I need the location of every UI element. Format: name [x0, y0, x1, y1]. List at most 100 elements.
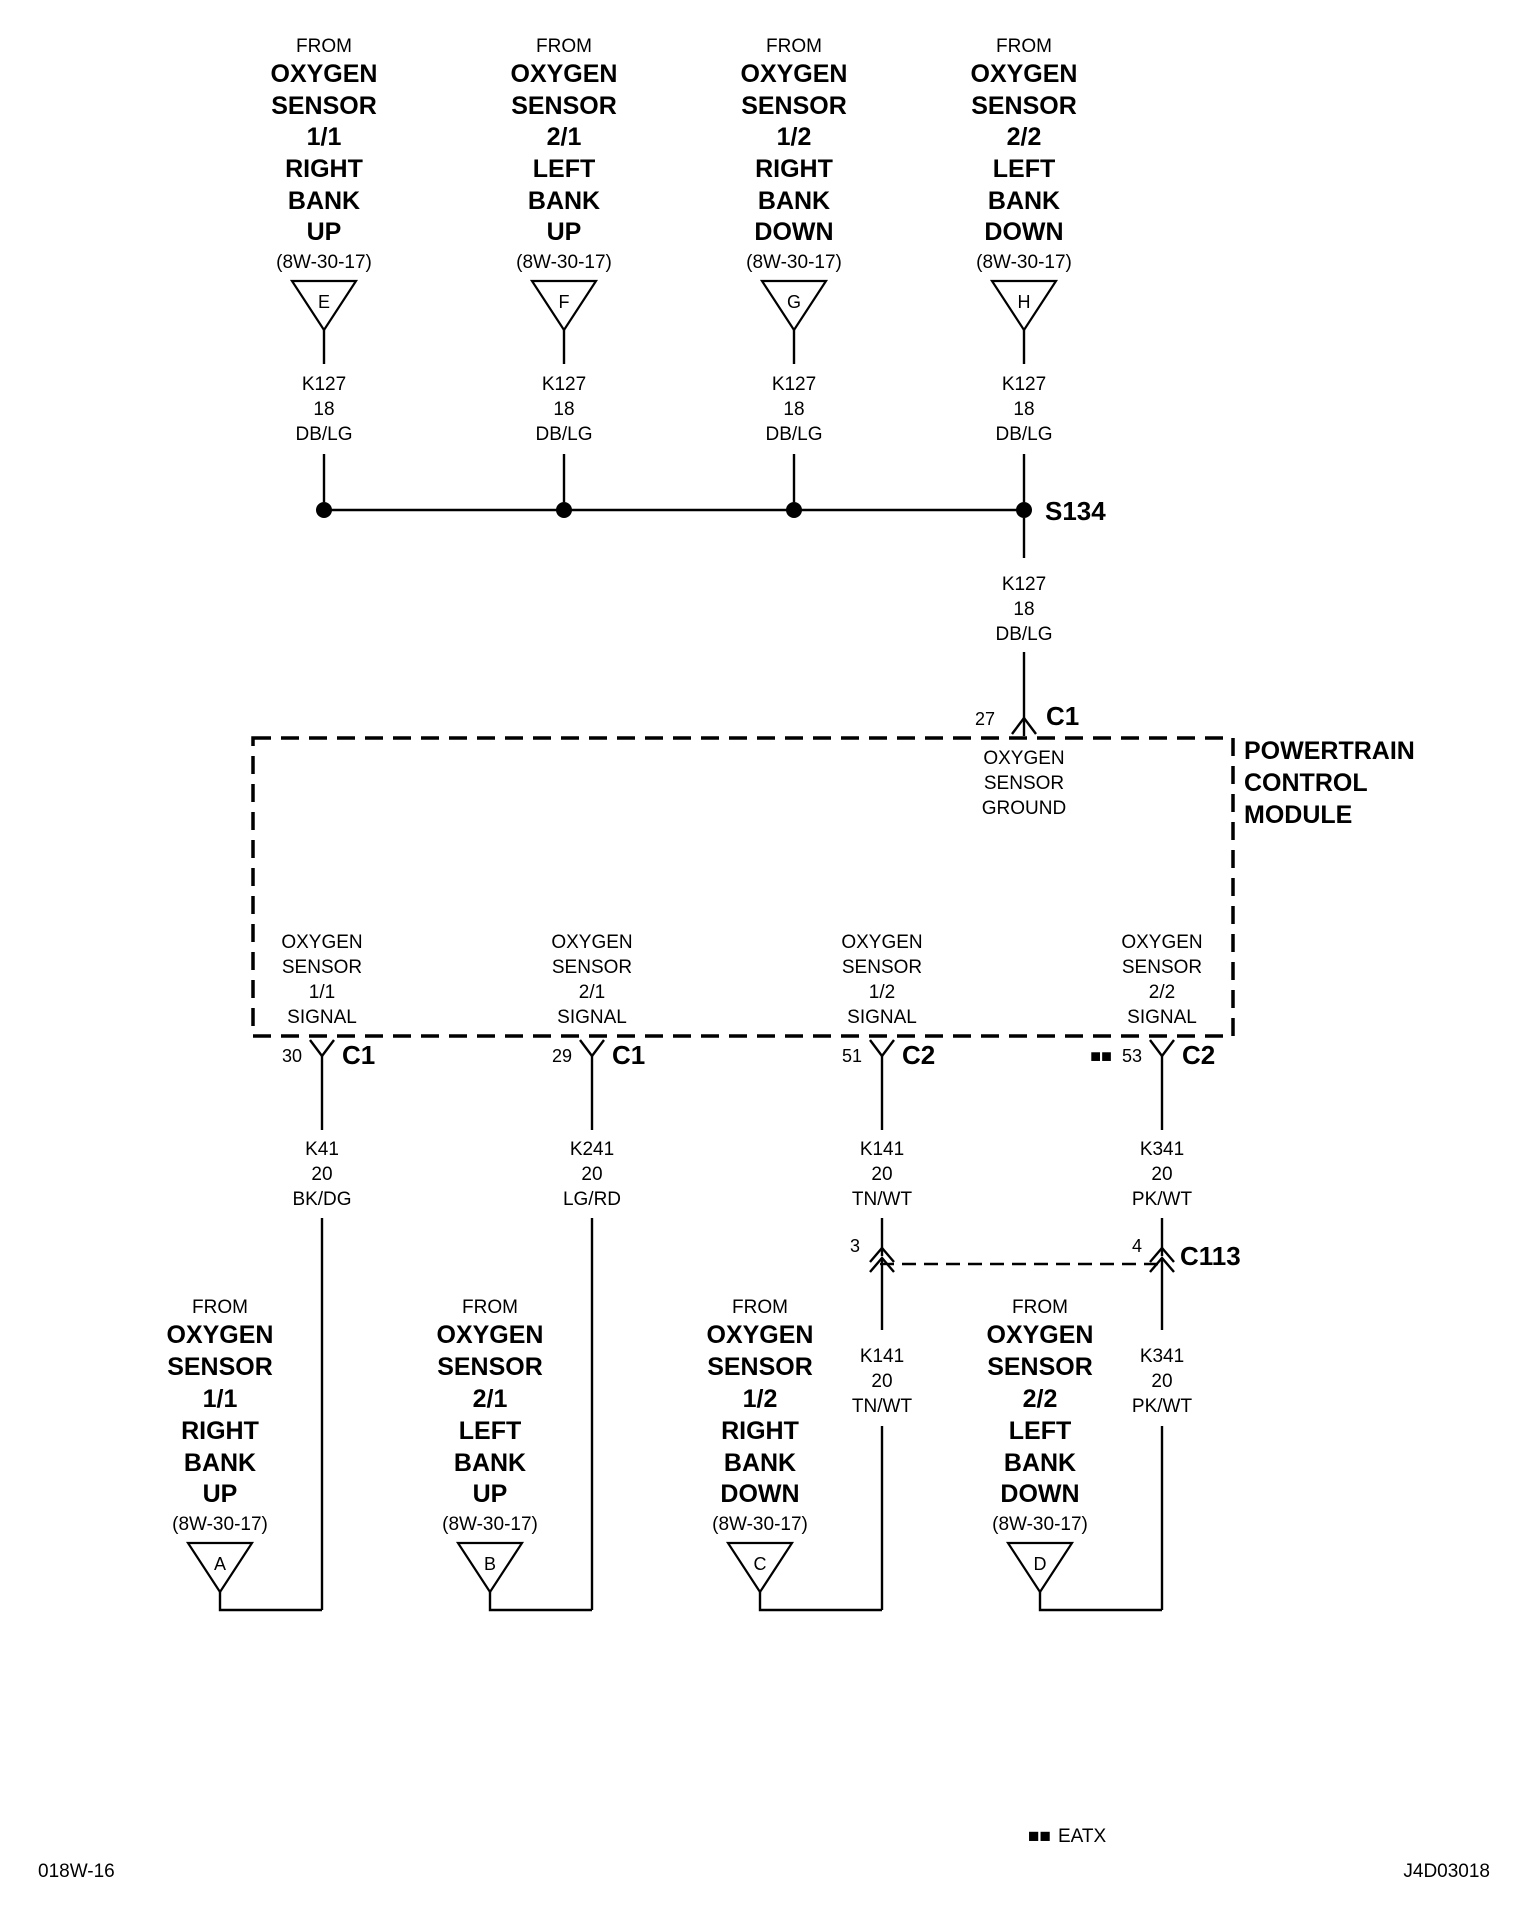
c113-connector: 3 4 C113 [850, 1236, 1241, 1271]
pcm-signal-label: 1/1 [309, 982, 335, 1003]
source-label-line: SENSOR [741, 92, 847, 120]
source-label-line: 1/2 [777, 123, 812, 151]
source-reference: (8W-30-17) [172, 1514, 268, 1535]
source-label-line: OXYGEN [707, 1321, 814, 1349]
source-label-line: SENSOR [971, 92, 1077, 120]
wire-color: DB/LG [765, 424, 822, 445]
source-label-line: FROM [192, 1297, 248, 1318]
pcm-signal-label: SENSOR [552, 957, 632, 978]
pcm-signal-label: SIGNAL [1127, 1007, 1197, 1028]
pcm-connector-label: C2 [902, 1040, 935, 1070]
source-label-line: 1/2 [743, 1385, 778, 1413]
footer-left-code: 018W-16 [38, 1861, 115, 1882]
source-label-line: FROM [996, 36, 1052, 57]
splice-dot [786, 502, 802, 518]
connector-letter: B [484, 1554, 496, 1574]
connector-triangle-symbol [725, 1541, 795, 1595]
connector-letter: F [559, 292, 570, 312]
pcm-name-line: CONTROL [1244, 769, 1368, 797]
source-label-line: DOWN [754, 218, 833, 246]
pcm-ground-label: GROUND [982, 798, 1066, 819]
wire-circuit: K41 [305, 1139, 339, 1160]
c113-pin-right: 4 [1132, 1236, 1142, 1256]
pcm-name-line: POWERTRAIN [1244, 737, 1415, 765]
wire-color: DB/LG [535, 424, 592, 445]
footer-right-code: J4D03018 [1403, 1861, 1490, 1882]
pcm-signal-label: OXYGEN [281, 932, 362, 953]
splice-dot [1016, 502, 1032, 518]
source-label-line: BANK [528, 187, 600, 215]
wire-gauge: 20 [1151, 1164, 1172, 1185]
source-label-line: BANK [288, 187, 360, 215]
source-label-line: OXYGEN [971, 60, 1078, 88]
pcm-signal-label: 1/2 [869, 982, 895, 1003]
pcm-signal-label: 2/1 [579, 982, 605, 1003]
source-label-line: BANK [454, 1449, 526, 1477]
source-label-line: FROM [296, 36, 352, 57]
pcm-signal-label: OXYGEN [551, 932, 632, 953]
connector-letter: E [318, 292, 330, 312]
splice-dot [556, 502, 572, 518]
source-label-line: OXYGEN [167, 1321, 274, 1349]
source-label-line: UP [203, 1480, 238, 1508]
pcm-signal-label: 2/2 [1149, 982, 1175, 1003]
connector-triangle-symbol [455, 1541, 525, 1595]
source-label-line: FROM [462, 1297, 518, 1318]
pcm-signal-label: SENSOR [282, 957, 362, 978]
bottom-source-block: FROMOXYGENSENSOR1/2RIGHTBANKDOWN(8W-30-1… [707, 1297, 882, 1612]
wire-circuit: K141 [860, 1346, 904, 1367]
c113-connector-symbol [869, 1246, 895, 1263]
wire-gauge: 18 [783, 399, 804, 420]
source-label-line: 1/1 [203, 1385, 238, 1413]
source-label-line: OXYGEN [271, 60, 378, 88]
wire-color: PK/WT [1132, 1189, 1193, 1210]
c113-label: C113 [1180, 1241, 1241, 1271]
pcm-pin-number: 53 [1122, 1046, 1142, 1066]
wire-gauge: 18 [1013, 399, 1034, 420]
pcm-signal-label: OXYGEN [1121, 932, 1202, 953]
source-label-line: LEFT [533, 155, 596, 183]
wire-gauge: 20 [871, 1371, 892, 1392]
top-source-block: FROMOXYGENSENSOR1/2RIGHTBANKDOWN(8W-30-1… [741, 36, 847, 502]
powertrain-control-module: POWERTRAIN CONTROL MODULE OXYGEN SENSOR … [251, 736, 1415, 1038]
top-source-block: FROMOXYGENSENSOR1/1RIGHTBANKUP(8W-30-17)… [271, 36, 378, 502]
pcm-name-line: MODULE [1244, 801, 1352, 829]
wire-color: TN/WT [852, 1396, 913, 1417]
source-label-line: BANK [988, 187, 1060, 215]
bottom-source-block: FROMOXYGENSENSOR2/2LEFTBANKDOWN(8W-30-17… [987, 1297, 1162, 1612]
pcm-connector-label: C1 [342, 1040, 375, 1070]
wire-circuit: K127 [302, 374, 346, 395]
ground-pin-number: 27 [975, 709, 995, 729]
wire-circuit: K241 [570, 1139, 614, 1160]
connector-letter: G [787, 292, 801, 312]
top-sensor-sources: FROMOXYGENSENSOR1/1RIGHTBANKUP(8W-30-17)… [271, 36, 1078, 502]
source-label-line: 2/2 [1023, 1385, 1058, 1413]
wire-circuit: K141 [860, 1139, 904, 1160]
source-reference: (8W-30-17) [992, 1514, 1088, 1535]
source-label-line: FROM [536, 36, 592, 57]
pcm-ground-label: OXYGEN [983, 748, 1064, 769]
source-label-line: DOWN [720, 1480, 799, 1508]
source-label-line: SENSOR [707, 1353, 813, 1381]
source-label-line: OXYGEN [437, 1321, 544, 1349]
ground-wire: K127 18 DB/LG 27 C1 [975, 518, 1079, 736]
connector-triangle-symbol [185, 1541, 255, 1595]
pcm-signal-label: SENSOR [1122, 957, 1202, 978]
connector-letter: H [1018, 292, 1031, 312]
connector-letter: D [1034, 1554, 1047, 1574]
wire-circuit: K341 [1140, 1346, 1184, 1367]
pcm-signal-label: SIGNAL [557, 1007, 627, 1028]
c113-connector-symbol [1149, 1246, 1175, 1263]
source-label-line: RIGHT [181, 1417, 259, 1445]
c113-pin-left: 3 [850, 1236, 860, 1256]
source-reference: (8W-30-17) [516, 252, 612, 273]
connector-pin-symbol [309, 1039, 335, 1058]
source-label-line: BANK [758, 187, 830, 215]
source-reference: (8W-30-17) [276, 252, 372, 273]
source-label-line: FROM [732, 1297, 788, 1318]
source-label-line: BANK [184, 1449, 256, 1477]
wire-color: BK/DG [292, 1189, 351, 1210]
ground-connector-label: C1 [1046, 701, 1079, 731]
